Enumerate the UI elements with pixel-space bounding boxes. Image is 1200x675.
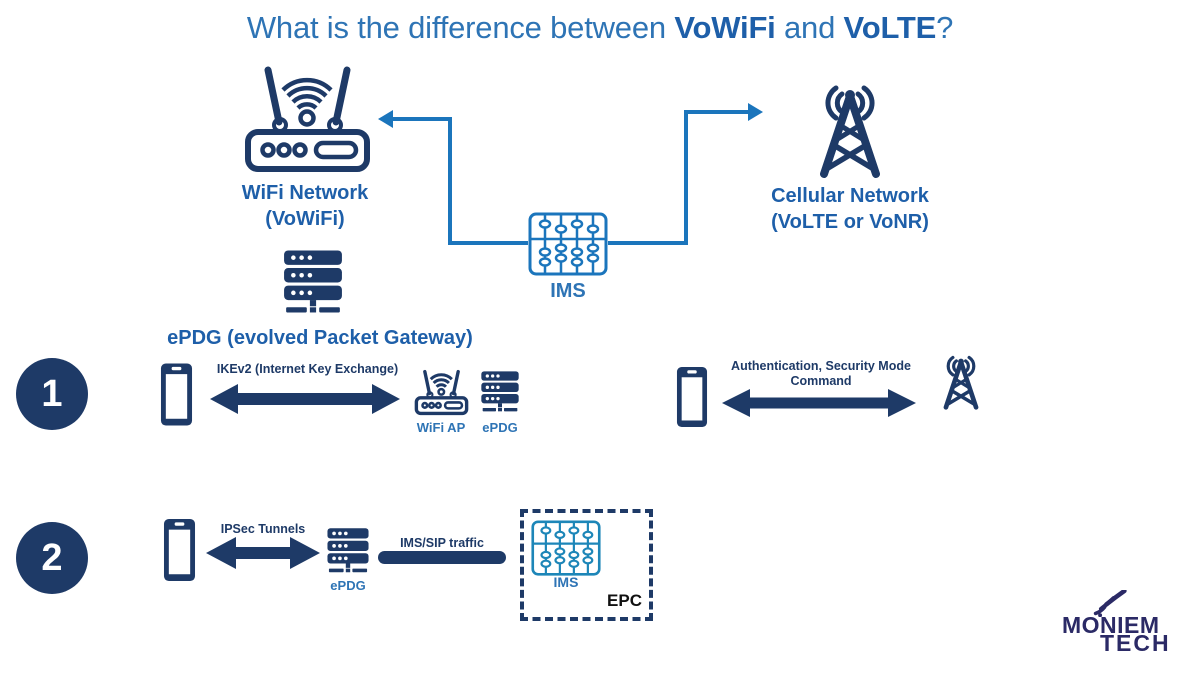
- ims-label-epc: IMS: [553, 574, 579, 590]
- title-text: What is the difference between: [246, 10, 675, 45]
- wifi-network-label-line2: (VoWiFi): [265, 208, 345, 230]
- cell-tower-icon-step1: [943, 355, 979, 410]
- connector-arrowhead-to-wifi: [378, 110, 393, 128]
- epc-label: EPC: [607, 591, 642, 610]
- title-volte: VoLTE: [843, 10, 937, 45]
- step2-number-badge: 2: [16, 522, 88, 594]
- auth-label: Authentication, Security Mode Command: [722, 359, 920, 389]
- auth-label-line1: Authentication, Security Mode: [731, 359, 911, 373]
- page-title: What is the difference between VoWiFi an…: [0, 10, 1200, 46]
- step1-number-badge: 1: [16, 358, 88, 430]
- connector-wifi-vertical: [448, 117, 452, 245]
- ikev2-double-arrow: [210, 384, 400, 414]
- epdg-small-label-step2: ePDG: [330, 578, 366, 593]
- epdg-server-icon-step2: [327, 528, 369, 573]
- connector-cell-horizontal: [684, 110, 749, 114]
- epdg-small-label-step1: ePDG: [482, 420, 518, 435]
- title-vowifi: VoWiFi: [674, 10, 776, 45]
- cell-tower-icon: [820, 85, 880, 178]
- title-text: ?: [936, 10, 954, 45]
- epdg-server-icon-step1: [481, 371, 519, 412]
- cellular-network-label: Cellular Network (VoLTE or VoNR): [740, 183, 960, 235]
- wifi-network-label: WiFi Network (VoWiFi): [205, 180, 405, 232]
- wifi-ap-label: WiFi AP: [416, 420, 466, 435]
- phone-icon-step1-right: [676, 366, 708, 428]
- step1-number: 1: [41, 372, 63, 415]
- connector-cell-vertical: [684, 110, 688, 245]
- ikev2-label: IKEv2 (Internet Key Exchange): [216, 362, 399, 376]
- ims-sip-traffic-bar: [378, 551, 506, 564]
- connector-wifi-to-ims: [448, 241, 528, 245]
- logo-line1: MONIEM: [1062, 612, 1160, 638]
- connector-ims-to-cell: [608, 241, 688, 245]
- cellular-network-label-line2: (VoLTE or VoNR): [771, 211, 929, 233]
- ims-switch-icon: [528, 212, 608, 276]
- ims-label: IMS: [550, 280, 586, 302]
- logo-line2: TECH: [1100, 630, 1171, 656]
- epdg-server-icon: [284, 250, 342, 313]
- wifi-network-label-line1: WiFi Network: [241, 182, 369, 204]
- ims-switch-icon-epc: [531, 520, 601, 576]
- phone-icon-step1-left: [160, 363, 193, 426]
- wifi-router-icon: [245, 66, 370, 172]
- connector-arrowhead-to-cell: [748, 103, 763, 121]
- connector-wifi-horizontal: [391, 117, 452, 121]
- auth-label-line2: Command: [790, 374, 852, 388]
- phone-icon-step2: [163, 518, 196, 582]
- step2-number: 2: [41, 536, 63, 579]
- auth-double-arrow: [722, 389, 916, 417]
- epc-dashed-box: EPC: [520, 509, 653, 621]
- wifi-ap-icon: [414, 369, 469, 416]
- ipsec-label: IPSec Tunnels: [220, 522, 306, 536]
- logo-fin-icon: [1093, 590, 1127, 617]
- ipsec-double-arrow: [206, 537, 320, 569]
- epdg-gateway-label: ePDG (evolved Packet Gateway): [167, 327, 473, 349]
- ims-sip-traffic-label: IMS/SIP traffic: [400, 536, 484, 550]
- cellular-network-label-line1: Cellular Network: [771, 185, 929, 207]
- title-text: and: [775, 10, 844, 45]
